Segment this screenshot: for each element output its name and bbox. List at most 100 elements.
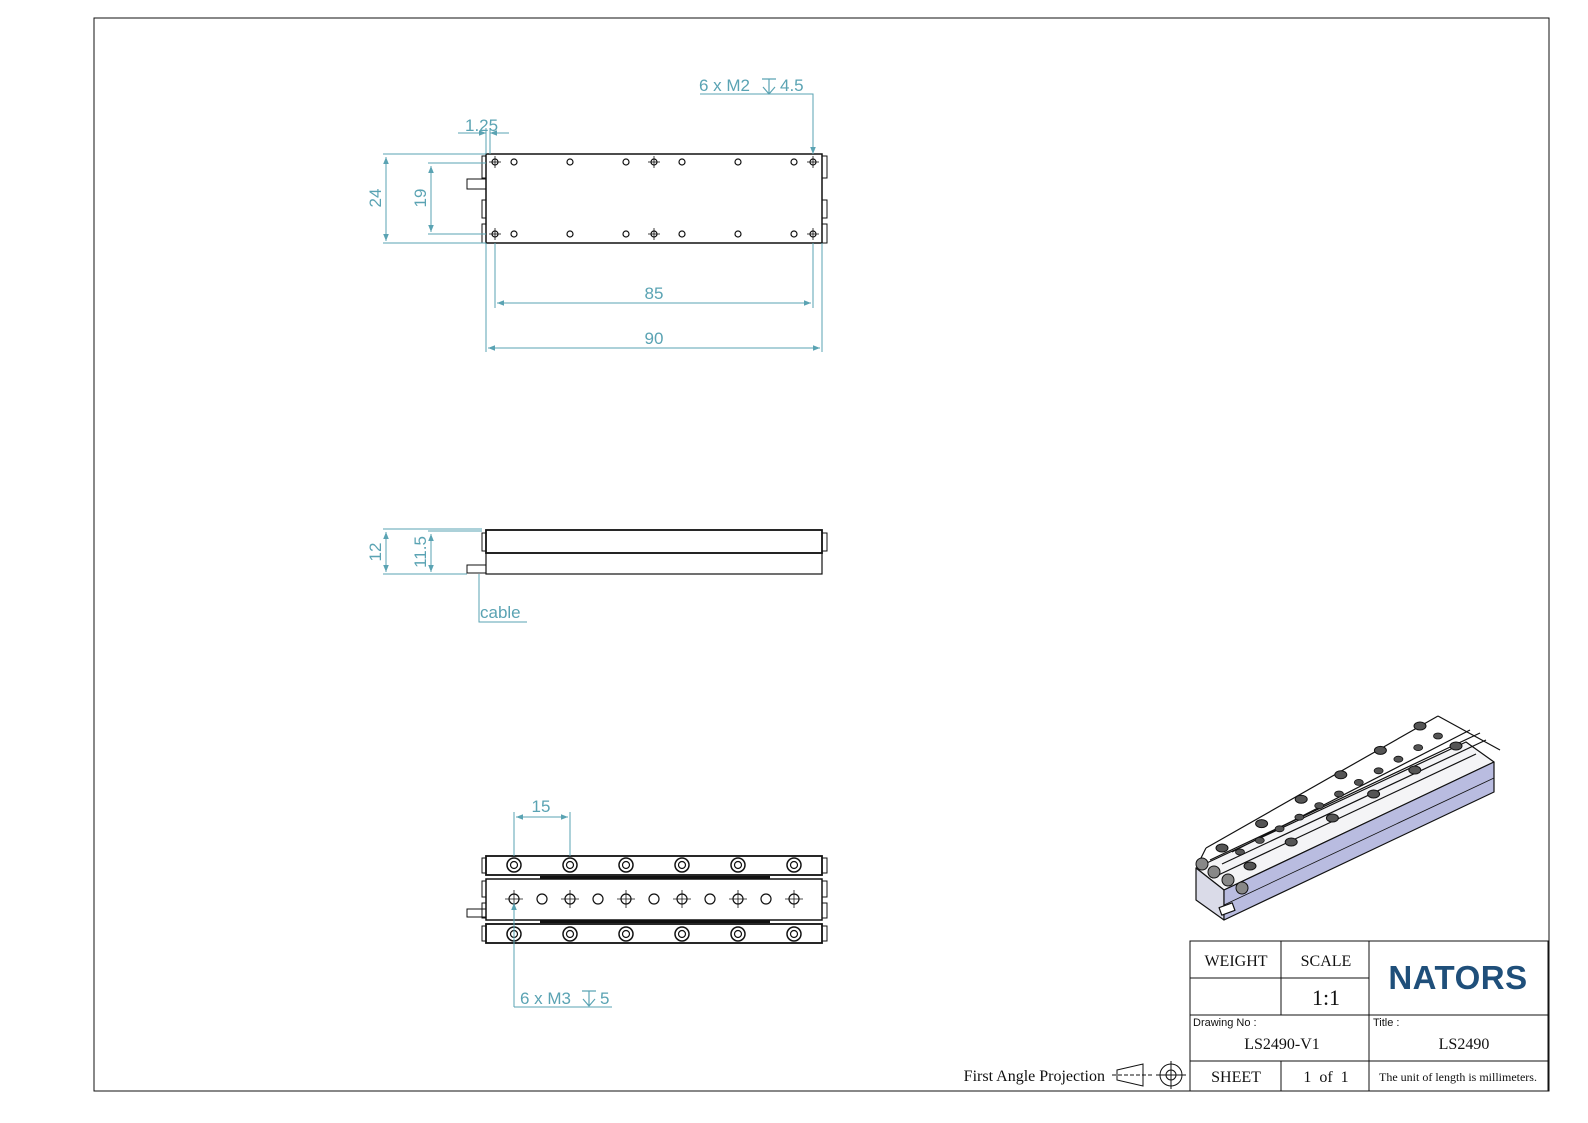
rail-hole	[506, 857, 522, 873]
dim-spacing-label: 15	[532, 797, 551, 816]
units-note: The unit of length is millimeters.	[1379, 1070, 1537, 1084]
bottom-view-center	[485, 878, 823, 921]
top-view-dimensions	[383, 93, 823, 352]
mounting-hole	[566, 158, 574, 166]
top-hole-note: 6 x M2	[699, 76, 750, 95]
iso-center-hole	[1433, 732, 1443, 740]
center-hole	[760, 893, 772, 905]
side-view-dimensions	[383, 528, 527, 623]
iso-center-hole	[1373, 767, 1384, 775]
title-label: Title :	[1373, 1017, 1400, 1029]
mounting-hole	[790, 230, 798, 238]
isometric-holes	[1215, 721, 1463, 871]
mounting-hole	[807, 156, 819, 168]
center-hole	[561, 890, 579, 908]
side-view: 12 11.5 cable	[366, 528, 828, 623]
mounting-hole	[489, 228, 501, 240]
rail-hole	[730, 926, 746, 942]
dim-edge-label: 1.25	[465, 116, 498, 135]
drawing-frame	[93, 17, 1550, 1092]
first-angle-projection-icon	[1112, 1061, 1186, 1089]
bottom-view-top-rail	[485, 855, 823, 876]
iso-hole	[1243, 861, 1257, 871]
mounting-hole	[678, 158, 686, 166]
iso-hole	[1294, 794, 1308, 804]
bottom-view-holes	[505, 857, 803, 942]
depth-symbol-icon	[762, 78, 776, 95]
iso-hole	[1413, 721, 1427, 731]
rail-hole	[674, 857, 690, 873]
iso-center-hole	[1235, 848, 1245, 856]
iso-hole	[1215, 843, 1229, 853]
mounting-hole	[648, 228, 660, 240]
center-hole	[648, 893, 660, 905]
mounting-hole	[648, 156, 660, 168]
bottom-view-bottom-rail	[485, 923, 823, 944]
mounting-hole	[622, 158, 630, 166]
center-hole	[785, 890, 803, 908]
dim-height-inner-label: 19	[411, 189, 430, 208]
mounting-hole	[622, 230, 630, 238]
iso-hole	[1367, 789, 1381, 799]
bottom-hole-note: 6 x M3	[520, 989, 571, 1008]
top-view-cable-stub	[466, 178, 487, 190]
iso-hole	[1449, 741, 1463, 751]
iso-hole	[1325, 813, 1339, 823]
iso-center-hole	[1353, 779, 1364, 786]
title-value: LS2490	[1439, 1036, 1490, 1053]
side-view-top-plate	[485, 529, 823, 554]
rail-hole	[674, 926, 690, 942]
top-view: 6 x M2 4.5 1.25 24 19 85 90	[366, 76, 828, 352]
scale-value: 1:1	[1312, 985, 1340, 1010]
title-block: WEIGHT SCALE 1:1 NATORS Drawing No : LS2…	[1189, 940, 1549, 1092]
center-hole	[673, 890, 691, 908]
dim-length-label: 90	[645, 329, 664, 348]
sheet-label: SHEET	[1211, 1069, 1261, 1086]
iso-hole	[1255, 819, 1269, 829]
rail-hole	[618, 926, 634, 942]
iso-hole	[1284, 837, 1298, 847]
dim-pitch-label: 85	[645, 284, 664, 303]
center-hole	[617, 890, 635, 908]
iso-center-hole	[1294, 813, 1305, 821]
iso-center-hole	[1393, 755, 1404, 763]
top-view-holes	[489, 156, 819, 240]
dim-height-body-label: 11.5	[411, 536, 430, 568]
scale-label: SCALE	[1301, 953, 1352, 970]
iso-center-hole	[1274, 825, 1285, 833]
iso-hole	[1373, 745, 1387, 755]
bottom-view-dimensions	[511, 812, 612, 1008]
center-hole	[592, 893, 604, 905]
dim-height-total-label: 12	[366, 543, 385, 562]
iso-center-hole	[1413, 744, 1424, 751]
mounting-hole	[790, 158, 798, 166]
mounting-hole	[678, 230, 686, 238]
mounting-hole	[807, 228, 819, 240]
side-view-base	[485, 552, 823, 575]
drawing-no-label: Drawing No :	[1193, 1017, 1257, 1029]
center-hole	[704, 893, 716, 905]
drawing-no-value: LS2490-V1	[1244, 1036, 1320, 1053]
sheet-value: 1 of 1	[1303, 1069, 1348, 1086]
mounting-hole	[489, 156, 501, 168]
depth-symbol-icon	[582, 990, 596, 1007]
isometric-view	[1195, 715, 1501, 921]
projection-label: First Angle Projection	[964, 1068, 1105, 1085]
bottom-view-cable-stub	[466, 908, 487, 918]
top-view-body	[485, 153, 823, 244]
mounting-hole	[510, 230, 518, 238]
center-hole	[729, 890, 747, 908]
mounting-hole	[734, 230, 742, 238]
rail-hole	[786, 926, 802, 942]
bottom-hole-depth: 5	[600, 989, 609, 1008]
dim-height-outer-label: 24	[366, 189, 385, 208]
center-hole	[536, 893, 548, 905]
mounting-hole	[566, 230, 574, 238]
side-view-cable-stub	[466, 564, 487, 574]
mounting-hole	[510, 158, 518, 166]
cable-label: cable	[480, 603, 521, 622]
iso-hole	[1408, 765, 1422, 775]
rail-hole	[786, 857, 802, 873]
mounting-hole	[734, 158, 742, 166]
